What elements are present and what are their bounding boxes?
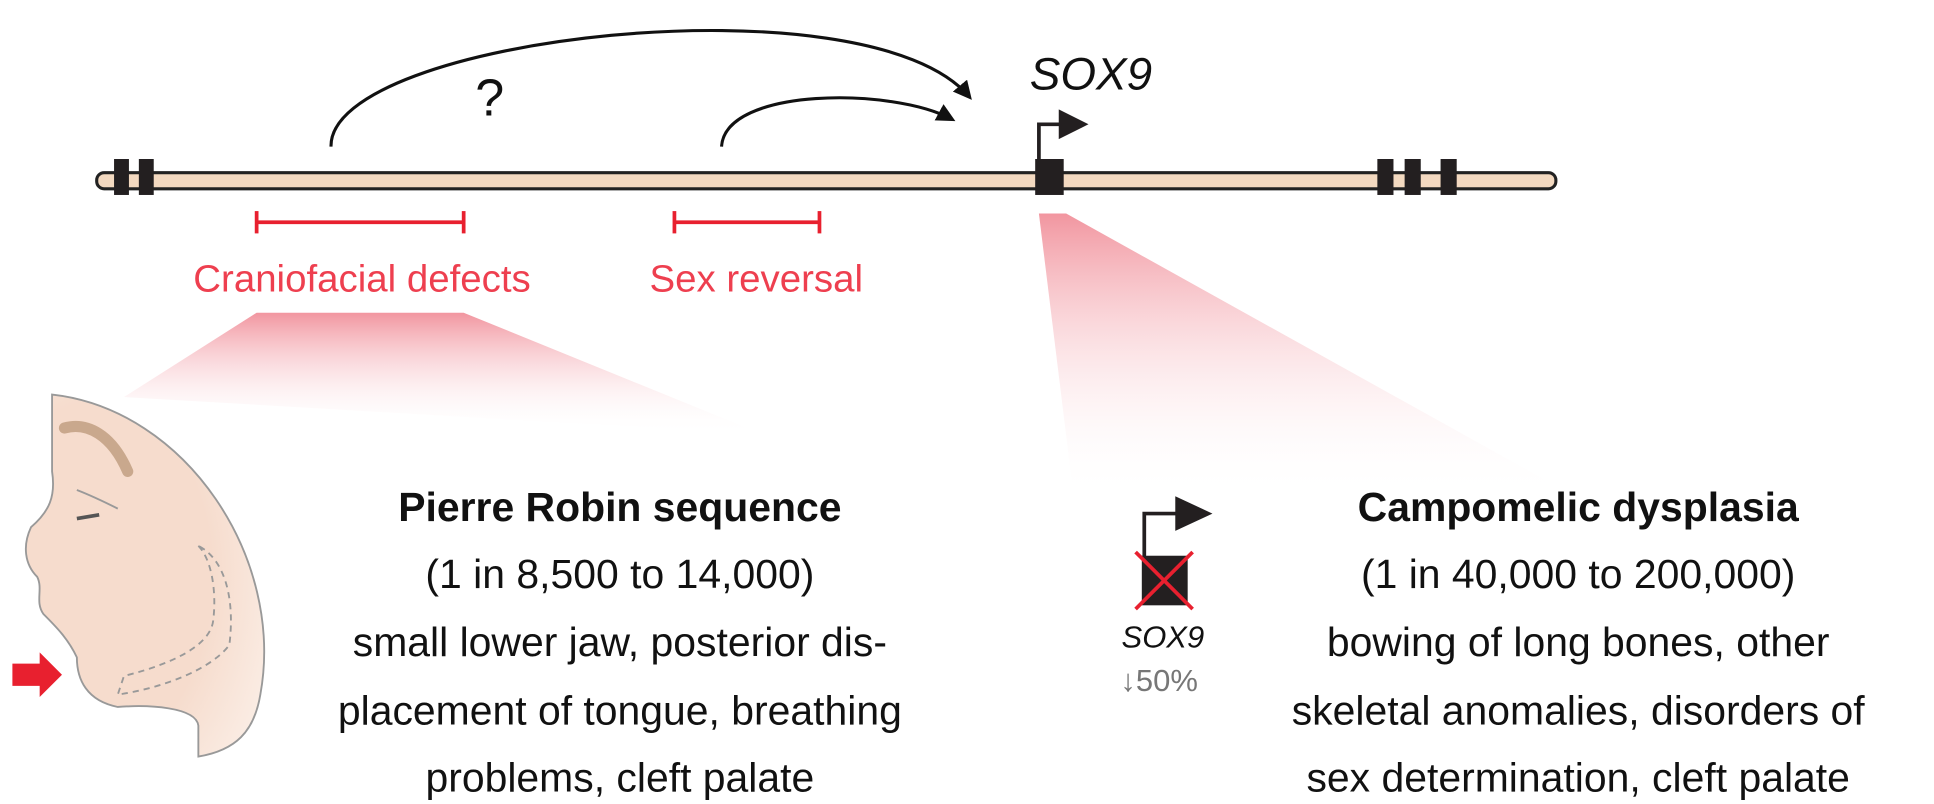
red-arrow-icon (12, 652, 62, 698)
pierre-robin-desc-line: placement of tongue, breathing (338, 687, 902, 733)
pierre-robin-title: Pierre Robin sequence (398, 484, 841, 530)
campomelic-title: Campomelic dysplasia (1358, 484, 1800, 530)
pierre-robin-incidence: (1 in 8,500 to 14,000) (425, 551, 814, 597)
pierre-robin-desc-line: problems, cleft palate (425, 754, 814, 800)
campomelic-desc-line: bowing of long bones, other (1327, 619, 1830, 665)
craniofacial-region-bar (254, 211, 466, 234)
sox9-deletion-icon (1134, 496, 1213, 611)
face-profile-illustration (12, 393, 266, 758)
zoom-wedge-right (1038, 213, 1575, 497)
dosage-reduction-label: ↓50% (1120, 663, 1198, 698)
zoom-wedge-left (123, 312, 763, 435)
gene-blocks (114, 159, 1457, 195)
sex-reversal-regulation-arc (719, 96, 956, 147)
campomelic-desc-line: sex determination, cleft palate (1306, 754, 1849, 800)
sox9-small-label: SOX9 (1122, 619, 1205, 654)
long-range-regulation-arc (329, 28, 972, 147)
sox9-promoter-arrow-icon (1037, 109, 1089, 160)
pierre-robin-desc-line: small lower jaw, posterior dis- (353, 619, 887, 665)
craniofacial-defects-label: Craniofacial defects (193, 258, 530, 301)
campomelic-desc-line: skeletal anomalies, disorders of (1292, 687, 1866, 733)
sex-reversal-label: Sex reversal (649, 258, 863, 301)
sox9-label: SOX9 (1030, 48, 1152, 100)
chromosome-bar (95, 171, 1558, 191)
unknown-regulation-mark: ? (475, 70, 504, 128)
sex-reversal-region-bar (672, 211, 822, 234)
campomelic-incidence: (1 in 40,000 to 200,000) (1361, 551, 1795, 597)
